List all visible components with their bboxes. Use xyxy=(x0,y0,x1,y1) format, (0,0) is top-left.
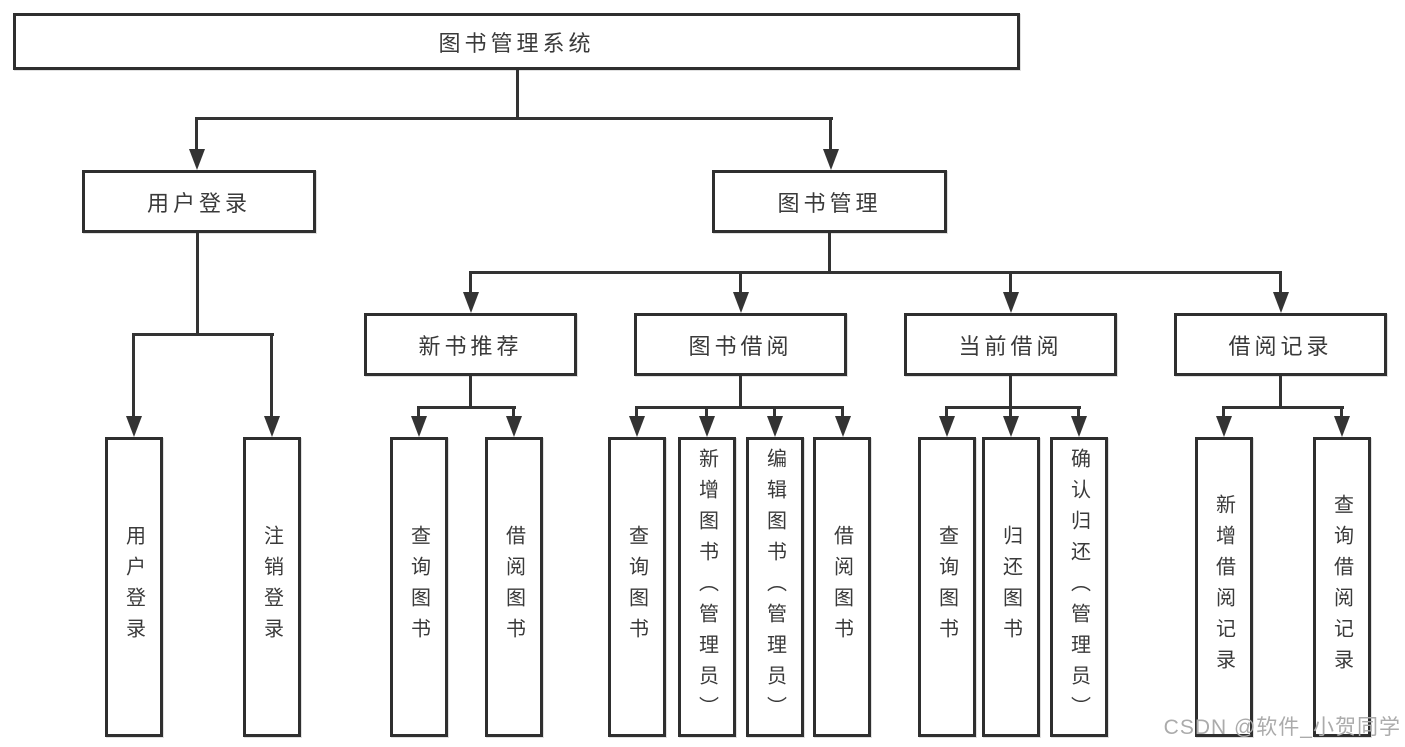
connector-drop-records xyxy=(1279,271,1282,295)
leaf-logout: 注销登录 xyxy=(243,437,301,737)
connector-borrowing-stem xyxy=(739,376,742,409)
connector-drop-bw-edit xyxy=(773,406,776,419)
connector-root-stem xyxy=(516,70,519,118)
csdn-watermark: CSDN @软件_小贺同学 xyxy=(1163,716,1401,739)
arrowhead-leaf-logout xyxy=(264,416,280,437)
leaf-bw-query-book: 查询图书 xyxy=(608,437,666,737)
arrowhead-cur-confirm xyxy=(1071,416,1087,437)
connector-drop-leaf-user-login xyxy=(132,333,135,419)
arrowhead-nb-borrow xyxy=(506,416,522,437)
arrowhead-bw-borrow xyxy=(835,416,851,437)
node-user-login: 用户登录 xyxy=(82,170,316,233)
arrowhead-cur-query xyxy=(939,416,955,437)
arrowhead-user-login xyxy=(189,149,205,170)
leaf-nb-borrow-book: 借阅图书 xyxy=(485,437,543,737)
connector-drop-borrowing xyxy=(739,271,742,295)
connector-drop-nb-query xyxy=(417,406,420,419)
connector-drop-cur-return xyxy=(1009,406,1012,419)
node-current-borrowing: 当前借阅 xyxy=(904,313,1117,376)
connector-records-crossbar xyxy=(1222,406,1344,409)
connector-new-books-stem xyxy=(469,376,472,409)
connector-drop-rec-query xyxy=(1340,406,1343,419)
leaf-rec-add-record: 新增借阅记录 xyxy=(1195,437,1253,737)
leaf-label: 编辑图书（管理员） xyxy=(763,447,786,727)
leaf-label: 查询图书 xyxy=(625,525,648,649)
leaf-label: 归还图书 xyxy=(999,525,1022,649)
connector-drop-cur-query xyxy=(945,406,948,419)
leaf-label: 用户登录 xyxy=(122,525,145,649)
node-library-management-system: 图书管理系统 xyxy=(13,13,1020,70)
leaf-label: 新增图书（管理员） xyxy=(695,447,718,727)
connector-drop-user-login xyxy=(195,117,198,152)
arrowhead-current xyxy=(1003,292,1019,313)
connector-new-books-crossbar xyxy=(417,406,516,409)
connector-drop-bw-query xyxy=(635,406,638,419)
leaf-bw-edit-book-admin: 编辑图书（管理员） xyxy=(746,437,804,737)
arrowhead-records xyxy=(1273,292,1289,313)
arrowhead-rec-query xyxy=(1334,416,1350,437)
arrowhead-rec-add xyxy=(1216,416,1232,437)
node-label: 图书借阅 xyxy=(688,333,793,359)
connector-drop-bw-borrow xyxy=(841,406,844,419)
connector-drop-leaf-logout xyxy=(270,333,273,419)
node-label: 图书管理系统 xyxy=(438,30,595,56)
leaf-cur-confirm-return-admin: 确认归还（管理员） xyxy=(1050,437,1108,737)
node-label: 借阅记录 xyxy=(1228,333,1333,359)
node-book-management: 图书管理 xyxy=(712,170,947,233)
leaf-cur-return-book: 归还图书 xyxy=(982,437,1040,737)
arrowhead-borrowing xyxy=(733,292,749,313)
leaf-rec-query-record: 查询借阅记录 xyxy=(1313,437,1371,737)
leaf-label: 注销登录 xyxy=(260,525,283,649)
node-label: 图书管理 xyxy=(777,190,882,216)
connector-book-mgmt-stem xyxy=(828,233,831,274)
connector-current-stem xyxy=(1009,376,1012,409)
arrowhead-bw-edit xyxy=(767,416,783,437)
arrowhead-bw-query xyxy=(629,416,645,437)
connector-drop-current xyxy=(1009,271,1012,295)
arrowhead-bw-add xyxy=(699,416,715,437)
leaf-label: 查询图书 xyxy=(935,525,958,649)
arrowhead-new-books xyxy=(463,292,479,313)
node-new-book-recommend: 新书推荐 xyxy=(364,313,577,376)
arrowhead-leaf-user-login xyxy=(126,416,142,437)
leaf-bw-add-book-admin: 新增图书（管理员） xyxy=(678,437,736,737)
node-borrowing-records: 借阅记录 xyxy=(1174,313,1387,376)
connector-borrowing-crossbar xyxy=(635,406,844,409)
leaf-label: 新增借阅记录 xyxy=(1212,494,1235,680)
connector-drop-cur-confirm xyxy=(1077,406,1080,419)
connector-drop-rec-add xyxy=(1222,406,1225,419)
connector-drop-nb-borrow xyxy=(512,406,515,419)
arrowhead-nb-query xyxy=(411,416,427,437)
leaf-label: 查询图书 xyxy=(407,525,430,649)
connector-drop-book-mgmt xyxy=(829,117,832,152)
node-label: 新书推荐 xyxy=(418,333,523,359)
leaf-cur-query-book: 查询图书 xyxy=(918,437,976,737)
arrowhead-book-mgmt xyxy=(823,149,839,170)
connector-records-stem xyxy=(1279,376,1282,409)
node-book-borrowing: 图书借阅 xyxy=(634,313,847,376)
connector-user-login-crossbar xyxy=(132,333,274,336)
connector-root-crossbar xyxy=(195,117,833,120)
leaf-label: 借阅图书 xyxy=(502,525,525,649)
connector-drop-bw-add xyxy=(705,406,708,419)
leaf-nb-query-book: 查询图书 xyxy=(390,437,448,737)
leaf-label: 查询借阅记录 xyxy=(1330,494,1353,680)
connector-level3-crossbar xyxy=(469,271,1282,274)
node-label: 用户登录 xyxy=(146,190,251,216)
connector-drop-new-books xyxy=(469,271,472,295)
connector-user-login-stem xyxy=(196,233,199,336)
leaf-label: 确认归还（管理员） xyxy=(1067,447,1090,727)
leaf-label: 借阅图书 xyxy=(830,525,853,649)
leaf-user-login: 用户登录 xyxy=(105,437,163,737)
arrowhead-cur-return xyxy=(1003,416,1019,437)
leaf-bw-borrow-book: 借阅图书 xyxy=(813,437,871,737)
connector-current-crossbar xyxy=(945,406,1081,409)
node-label: 当前借阅 xyxy=(958,333,1063,359)
